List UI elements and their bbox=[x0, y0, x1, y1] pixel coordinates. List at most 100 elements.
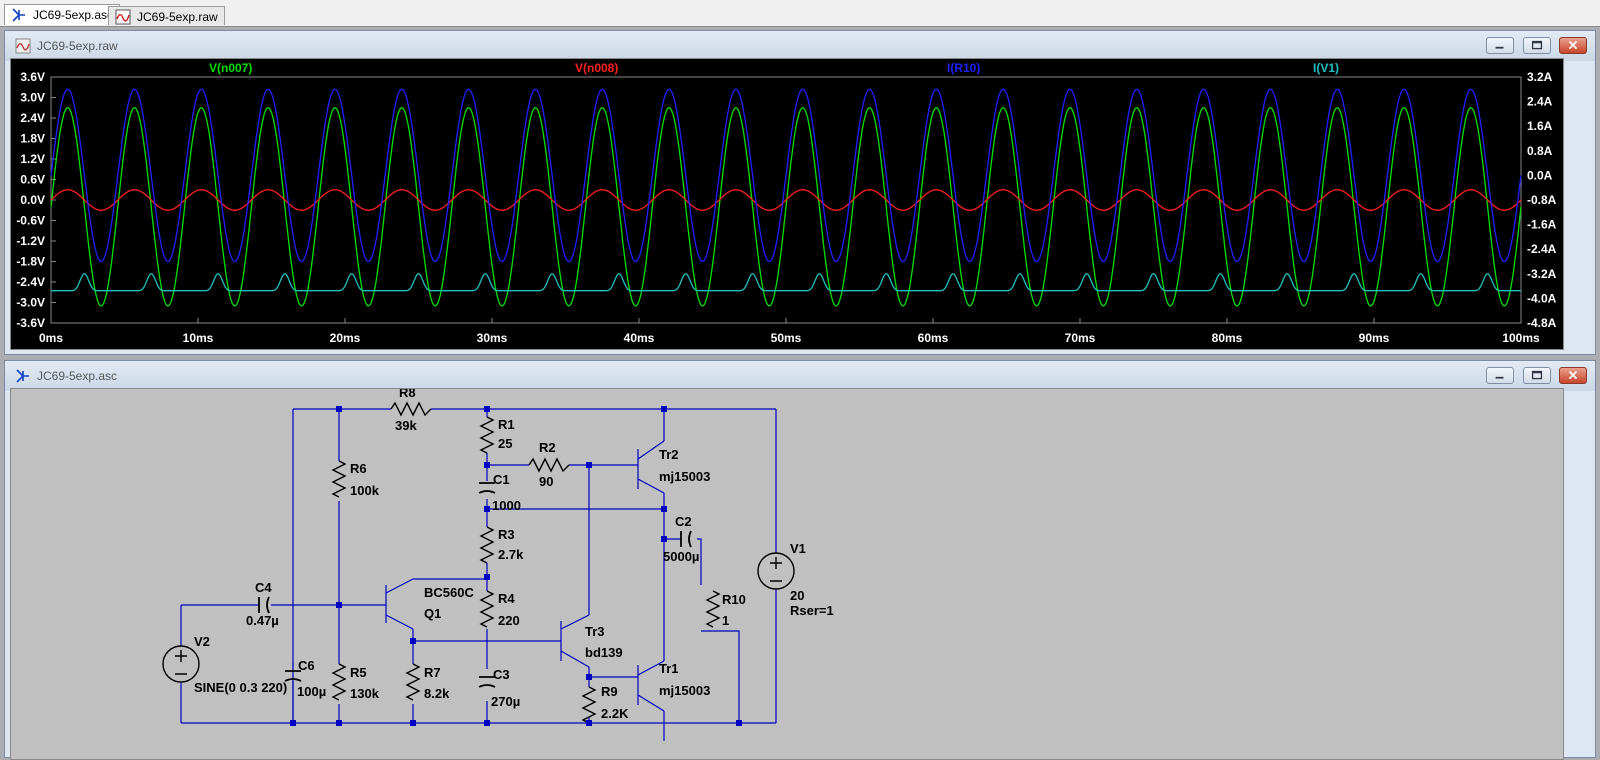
trace-label-1[interactable]: V(n008) bbox=[575, 61, 618, 75]
x-tick-label: 80ms bbox=[1212, 331, 1243, 345]
resistor-R1-symbol bbox=[479, 416, 495, 454]
value-Tr2: mj15003 bbox=[659, 469, 710, 484]
y-right-tick-label: 0.0A bbox=[1527, 168, 1553, 182]
value-C6: 100µ bbox=[297, 684, 326, 699]
value-V2: SINE(0 0.3 220) bbox=[194, 680, 287, 695]
resistor-R10-symbol bbox=[705, 590, 721, 628]
label-R7: R7 bbox=[424, 665, 441, 680]
minimize-icon bbox=[1495, 376, 1504, 379]
y-right-tick-label: -2.4A bbox=[1527, 242, 1557, 256]
waveform-icon bbox=[15, 38, 31, 54]
resistor-symbols bbox=[331, 401, 721, 724]
y-right-tick-label: 0.8A bbox=[1527, 144, 1553, 158]
value-R1: 25 bbox=[498, 436, 512, 451]
value-Q1: BC560C bbox=[424, 585, 474, 600]
value-R6: 100k bbox=[350, 483, 380, 498]
label-R5: R5 bbox=[350, 665, 367, 680]
label-C6: C6 bbox=[298, 658, 315, 673]
label-R1: R1 bbox=[498, 417, 515, 432]
capacitor-C4-symbol bbox=[258, 596, 270, 614]
capacitor-symbols bbox=[258, 482, 692, 688]
label-R4: R4 bbox=[498, 591, 515, 606]
minimize-button[interactable] bbox=[1486, 37, 1515, 54]
x-tick-label: 100ms bbox=[1502, 331, 1540, 345]
restore-button[interactable] bbox=[1522, 367, 1551, 384]
tab-schematic[interactable]: JC69-5exp.asc bbox=[4, 4, 121, 25]
waveform-window-titlebar[interactable]: JC69-5exp.raw bbox=[5, 31, 1595, 61]
value-R9: 2.2K bbox=[601, 706, 629, 721]
value-R4: 220 bbox=[498, 613, 520, 628]
minimize-button[interactable] bbox=[1486, 367, 1515, 384]
label-R10: R10 bbox=[722, 592, 746, 607]
circuit-schematic[interactable]: R8 39k R1 25 R2 90 Tr2 mj15003 R6 100k C… bbox=[11, 389, 1563, 759]
waveform-icon bbox=[115, 9, 131, 25]
voltage-source-V1-symbol bbox=[757, 552, 795, 590]
label-C1: C1 bbox=[493, 472, 510, 487]
label-R3: R3 bbox=[498, 527, 515, 542]
value-C1: 1000 bbox=[492, 498, 521, 513]
y-left-tick-label: -2.4V bbox=[16, 275, 45, 289]
value-R3: 2.7k bbox=[498, 547, 524, 562]
label-Tr2: Tr2 bbox=[659, 447, 679, 462]
waveform-chart[interactable]: V(n007)V(n008)I(R10)I(V1)3.6V3.0V2.4V1.8… bbox=[11, 59, 1563, 349]
close-icon bbox=[1568, 40, 1578, 50]
schematic-canvas[interactable]: R8 39k R1 25 R2 90 Tr2 mj15003 R6 100k C… bbox=[10, 388, 1564, 760]
schematic-icon bbox=[16, 369, 29, 383]
value-R7: 8.2k bbox=[424, 686, 450, 701]
x-tick-label: 0ms bbox=[39, 331, 63, 345]
y-left-tick-label: 1.8V bbox=[20, 132, 45, 146]
close-button[interactable] bbox=[1559, 367, 1587, 384]
x-tick-label: 20ms bbox=[330, 331, 361, 345]
trace-label-2[interactable]: I(R10) bbox=[947, 61, 980, 75]
capacitor-C3-symbol bbox=[478, 676, 496, 688]
value-R2: 90 bbox=[539, 474, 553, 489]
resistor-R7-symbol bbox=[405, 663, 421, 701]
tab-waveform[interactable]: JC69-5exp.raw bbox=[108, 6, 225, 25]
capacitor-C2-symbol bbox=[680, 530, 692, 548]
y-left-tick-label: 0.6V bbox=[20, 173, 45, 187]
close-icon bbox=[1568, 370, 1578, 380]
y-left-tick-label: -3.0V bbox=[16, 296, 45, 310]
close-button[interactable] bbox=[1559, 37, 1587, 54]
trace-ir10[interactable] bbox=[50, 88, 1522, 263]
value-C4: 0.47µ bbox=[246, 613, 279, 628]
resistor-R9-symbol bbox=[581, 686, 597, 724]
label-R8: R8 bbox=[399, 389, 416, 400]
component-labels: R8 39k R1 25 R2 90 Tr2 mj15003 R6 100k C… bbox=[194, 389, 834, 721]
trace-iv1[interactable] bbox=[51, 273, 1521, 292]
resistor-R2-symbol bbox=[528, 457, 570, 473]
minimize-icon bbox=[1495, 46, 1504, 49]
y-left-tick-label: -1.2V bbox=[16, 234, 45, 248]
x-tick-label: 40ms bbox=[624, 331, 655, 345]
capacitor-C1-symbol bbox=[478, 482, 496, 494]
resistor-R6-symbol bbox=[331, 460, 347, 498]
trace-vn007[interactable] bbox=[50, 107, 1522, 307]
trace-vn008[interactable] bbox=[50, 189, 1522, 211]
schematic-window-titlebar[interactable]: JC69-5exp.asc bbox=[5, 361, 1595, 391]
restore-icon bbox=[1531, 40, 1542, 50]
trace-label-3[interactable]: I(V1) bbox=[1313, 61, 1339, 75]
y-left-tick-label: 0.0V bbox=[20, 193, 45, 207]
trace-label-0[interactable]: V(n007) bbox=[209, 61, 252, 75]
window-controls bbox=[1482, 367, 1587, 385]
y-right-tick-label: -4.0A bbox=[1527, 291, 1557, 305]
value-R10: 1 bbox=[722, 613, 729, 628]
value-V1: 20 bbox=[790, 588, 804, 603]
y-right-tick-label: -4.8A bbox=[1527, 316, 1557, 330]
junction-dots bbox=[290, 406, 742, 726]
y-left-tick-label: -0.6V bbox=[16, 214, 45, 228]
resistor-R4-symbol bbox=[479, 590, 495, 628]
restore-button[interactable] bbox=[1522, 37, 1551, 54]
y-right-tick-label: -0.8A bbox=[1527, 193, 1557, 207]
restore-icon bbox=[1531, 370, 1542, 380]
window-title: JC69-5exp.asc bbox=[37, 369, 118, 383]
y-left-tick-label: 1.2V bbox=[20, 152, 45, 166]
x-tick-label: 50ms bbox=[771, 331, 802, 345]
value-R8: 39k bbox=[395, 418, 417, 433]
label-R6: R6 bbox=[350, 461, 367, 476]
label-C2: C2 bbox=[675, 514, 692, 529]
window-title: JC69-5exp.raw bbox=[37, 39, 118, 53]
label-Tr1: Tr1 bbox=[659, 661, 679, 676]
y-right-tick-label: 1.6A bbox=[1527, 119, 1553, 133]
